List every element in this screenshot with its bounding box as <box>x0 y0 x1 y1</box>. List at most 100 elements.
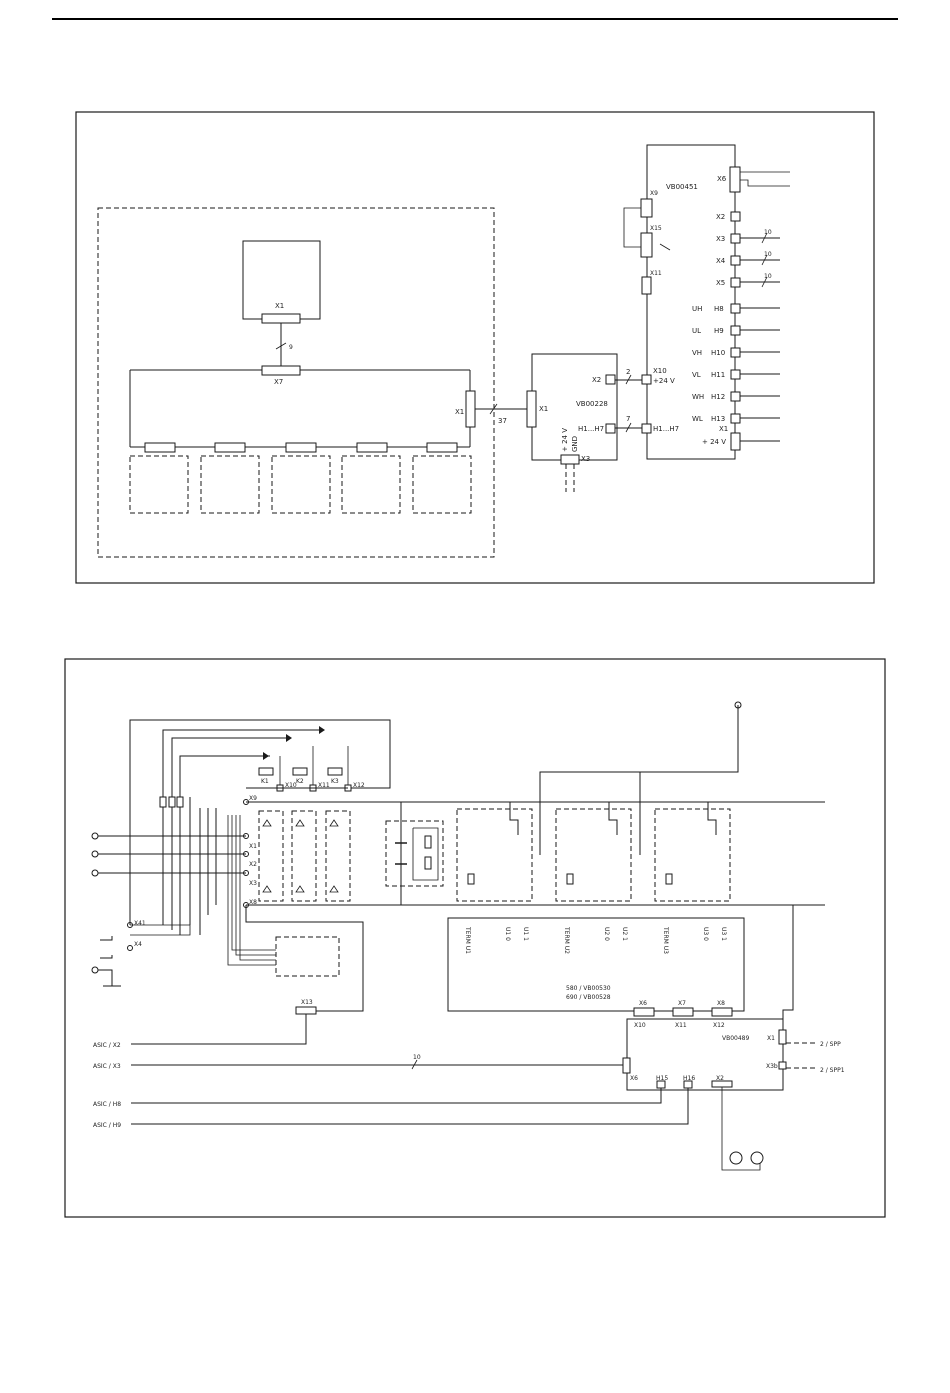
x2-terminal-icon <box>243 851 249 857</box>
label-supply-gnd: GND <box>571 436 579 452</box>
label-x3b-ctrl: X3b <box>766 1063 778 1070</box>
output-bus <box>539 705 739 855</box>
label-spp: 2 / SPP <box>820 1041 841 1048</box>
label-x2-ctrl: X2 <box>716 1075 724 1082</box>
label-mid-board: VB00228 <box>576 400 608 408</box>
label-wire-37: 37 <box>498 417 507 425</box>
label-wire-10b: 10 <box>764 251 772 258</box>
label-x3-mid: X3 <box>581 455 590 463</box>
asic-h9-line <box>131 1088 689 1125</box>
driver-board-outline <box>447 917 745 1012</box>
label-h9: H9 <box>714 327 724 335</box>
label-k2: K2 <box>296 778 304 785</box>
label-asic-x3: ASIC / X3 <box>93 1063 121 1070</box>
sub-module-row <box>129 442 472 514</box>
x2-terminal <box>730 211 741 222</box>
label-asic-x2: ASIC / X2 <box>93 1042 121 1049</box>
earth-lead <box>100 955 113 959</box>
label-spp1: 2 / SPP1 <box>820 1067 845 1074</box>
sub-module-connector <box>356 442 388 453</box>
igbt-modules <box>456 701 742 902</box>
label-vl: VL <box>692 371 701 379</box>
resistor <box>176 796 184 808</box>
label-h1h7-mid: H1...H7 <box>578 425 604 433</box>
label-x15: X15 <box>650 225 662 232</box>
igbt-module-u <box>456 808 533 902</box>
label-wire-10c: 10 <box>764 273 772 280</box>
label-x7: X7 <box>274 378 283 386</box>
label-ul: UL <box>692 327 701 335</box>
label-x12-ctrl: X12 <box>713 1022 725 1029</box>
label-x10-b: X10 <box>285 782 297 789</box>
x9-connector <box>640 198 653 218</box>
rectifier-leg <box>325 810 351 902</box>
top-diagram: X1 9 X7 X1 37 <box>75 111 875 584</box>
x6-connector <box>729 166 741 193</box>
sub-module-connector <box>285 442 317 453</box>
x13-lead <box>245 905 364 1012</box>
label-x2: X2 <box>716 213 725 221</box>
resistor <box>159 796 167 808</box>
igbt-module-v <box>555 808 632 902</box>
sub-module <box>271 455 331 514</box>
mains-terminal-icon <box>91 869 99 877</box>
thermistor <box>467 873 475 885</box>
label-x1-mid: X1 <box>539 405 548 413</box>
label-u1-1: U1 1 <box>522 927 529 941</box>
filter-loop <box>129 719 391 925</box>
label-h11: H11 <box>711 371 725 379</box>
label-plus24v-x10: +24 V <box>653 377 675 385</box>
label-h1h7-right: H1...H7 <box>653 425 679 433</box>
h11-terminal <box>730 369 741 380</box>
filter-line <box>162 729 323 925</box>
mid-board-h-terminal <box>605 423 616 434</box>
sub-module-connector <box>426 442 458 453</box>
igbt-lead <box>707 802 717 835</box>
ctrl-x6-connector <box>622 1057 631 1074</box>
mid-board-x2-terminal <box>605 374 616 385</box>
label-x6-ctrl: X6 <box>630 1075 638 1082</box>
sub-module <box>200 455 260 514</box>
wire-count-tick <box>275 342 287 350</box>
mains-terminal-icon <box>91 832 99 840</box>
diode-icon <box>295 819 305 827</box>
filter-link <box>130 924 191 936</box>
thermistor <box>566 873 574 885</box>
x3-terminal-icon <box>243 870 249 876</box>
relay-k3 <box>327 767 343 776</box>
bar-x6-connector <box>633 1007 655 1017</box>
label-h15: H15 <box>656 1075 668 1082</box>
wire-count-tick <box>411 1059 418 1070</box>
x4-terminal <box>730 255 741 266</box>
h9-terminal <box>730 325 741 336</box>
label-x2-mid: X2 <box>592 376 601 384</box>
asic-x2-line <box>131 1014 307 1045</box>
control-lead <box>227 815 276 966</box>
top-module-x1-connector <box>261 313 301 324</box>
sub-module-connector <box>214 442 246 453</box>
relay-k1 <box>258 767 274 776</box>
label-asic-h9: ASIC / H9 <box>93 1122 121 1129</box>
label-x11-b: X11 <box>318 782 330 789</box>
output-terminal-icon <box>734 701 742 709</box>
capacitor-bank-enclosure <box>385 820 444 887</box>
bottom-diagram: X41 X4 K1 K2 K3 X10 X11 X12 <box>64 658 886 1218</box>
wire-count-tick <box>761 232 768 244</box>
label-x3-b: X3 <box>249 880 257 887</box>
label-wire-7: 7 <box>626 415 630 423</box>
thermistor <box>665 873 673 885</box>
bottom-frame <box>64 658 886 1218</box>
resistor-loop <box>412 827 439 881</box>
label-u3-0: U3 0 <box>702 927 709 941</box>
rectifier-control-board <box>275 936 340 977</box>
balancing-resistor <box>424 835 432 849</box>
label-wire-10-b: 10 <box>413 1054 421 1061</box>
right-board-x10-terminal <box>641 374 652 385</box>
label-x2-b: X2 <box>249 861 257 868</box>
label-term-u3: TERM U3 <box>662 926 669 954</box>
label-x9: X9 <box>650 190 658 197</box>
label-x11: X11 <box>650 270 662 277</box>
mains-terminal-icon <box>91 966 99 974</box>
wire-count-tick <box>761 276 768 288</box>
diode-icon <box>286 734 292 742</box>
